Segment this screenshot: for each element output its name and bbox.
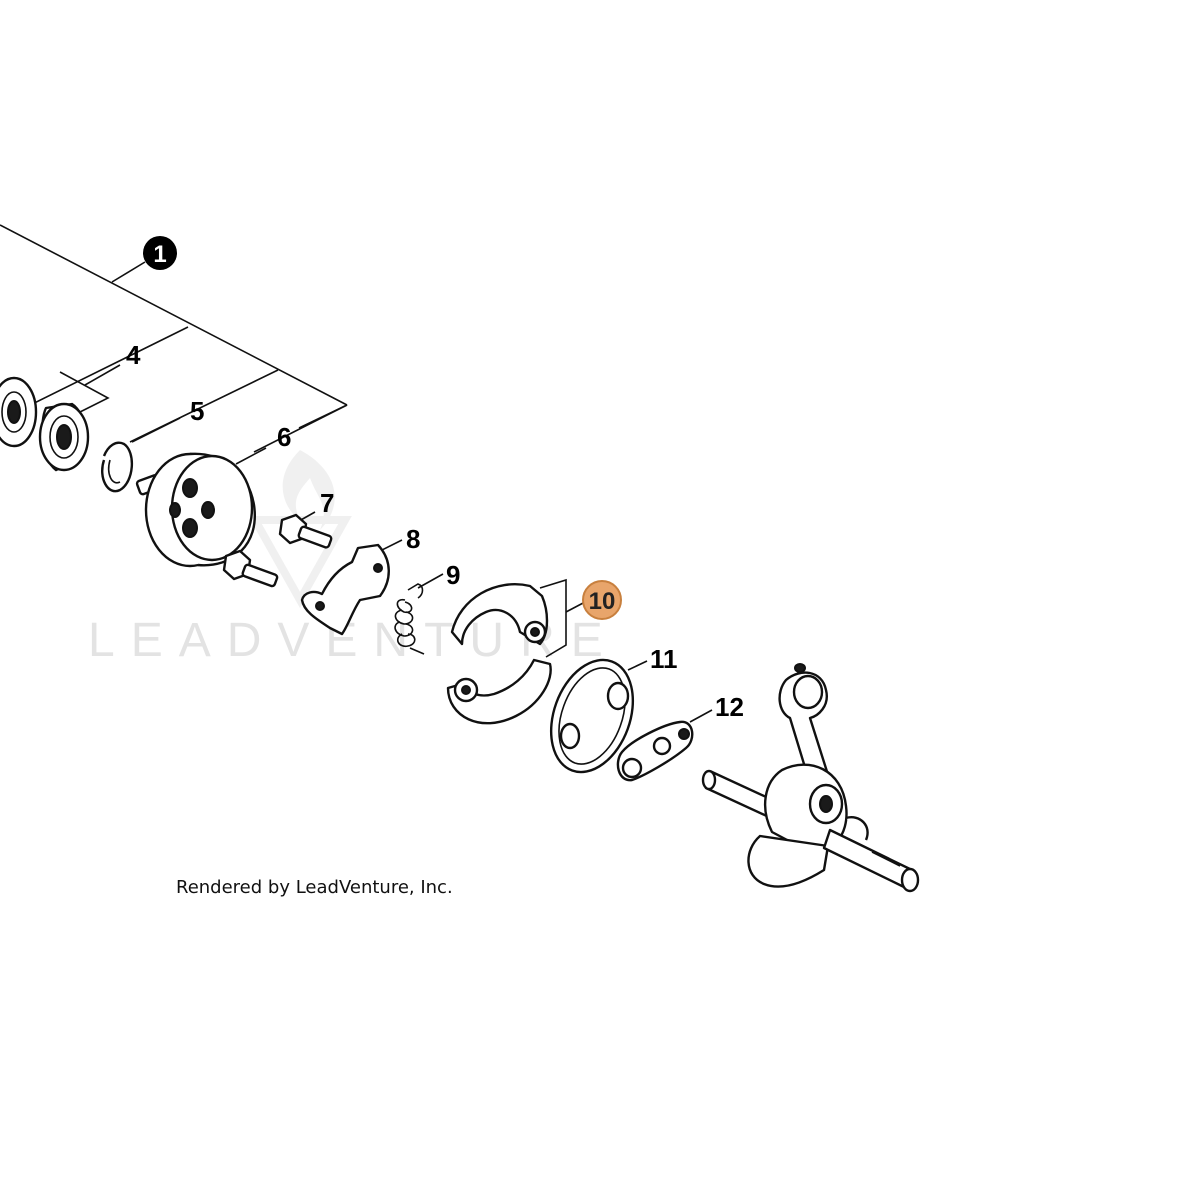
link-icon[interactable] — [616, 720, 694, 782]
callout-1[interactable]: 1 — [143, 236, 177, 270]
callout-11[interactable]: 11 — [650, 644, 678, 674]
crankshaft-icon[interactable] — [701, 663, 920, 893]
callout-8[interactable]: 8 — [406, 524, 420, 554]
leader-main-line — [0, 224, 348, 406]
leader-9 — [417, 573, 444, 589]
leader-12 — [689, 709, 713, 723]
spring-icon[interactable] — [394, 583, 425, 655]
bearing-icon[interactable] — [0, 376, 90, 472]
leader-1 — [111, 261, 146, 283]
clutch-shoe-icon[interactable] — [446, 583, 552, 725]
callout-10-label: 10 — [589, 588, 616, 615]
callout-6[interactable]: 6 — [277, 422, 291, 452]
carrier-icon[interactable] — [300, 543, 390, 636]
callout-9[interactable]: 9 — [446, 560, 460, 590]
callout-5[interactable]: 5 — [190, 396, 204, 426]
leader-5 — [131, 417, 181, 443]
callout-7[interactable]: 7 — [320, 488, 334, 518]
callout-4[interactable]: 4 — [126, 340, 141, 370]
leader-lines-group — [0, 224, 713, 723]
leader-11 — [627, 660, 648, 671]
credit-text: Rendered by LeadVenture, Inc. — [176, 877, 453, 898]
callout-12[interactable]: 12 — [715, 692, 744, 722]
leader-6 — [235, 447, 267, 465]
clutch-drum-icon[interactable] — [135, 452, 257, 568]
washer-icon[interactable] — [536, 649, 647, 784]
snap-ring-icon[interactable] — [101, 441, 133, 493]
callout-1-label: 1 — [153, 241, 166, 268]
leader-10 — [539, 578, 567, 658]
callout-10[interactable]: 10 — [582, 580, 622, 620]
bolt-icon[interactable] — [222, 513, 333, 588]
leader-4 — [59, 371, 110, 419]
